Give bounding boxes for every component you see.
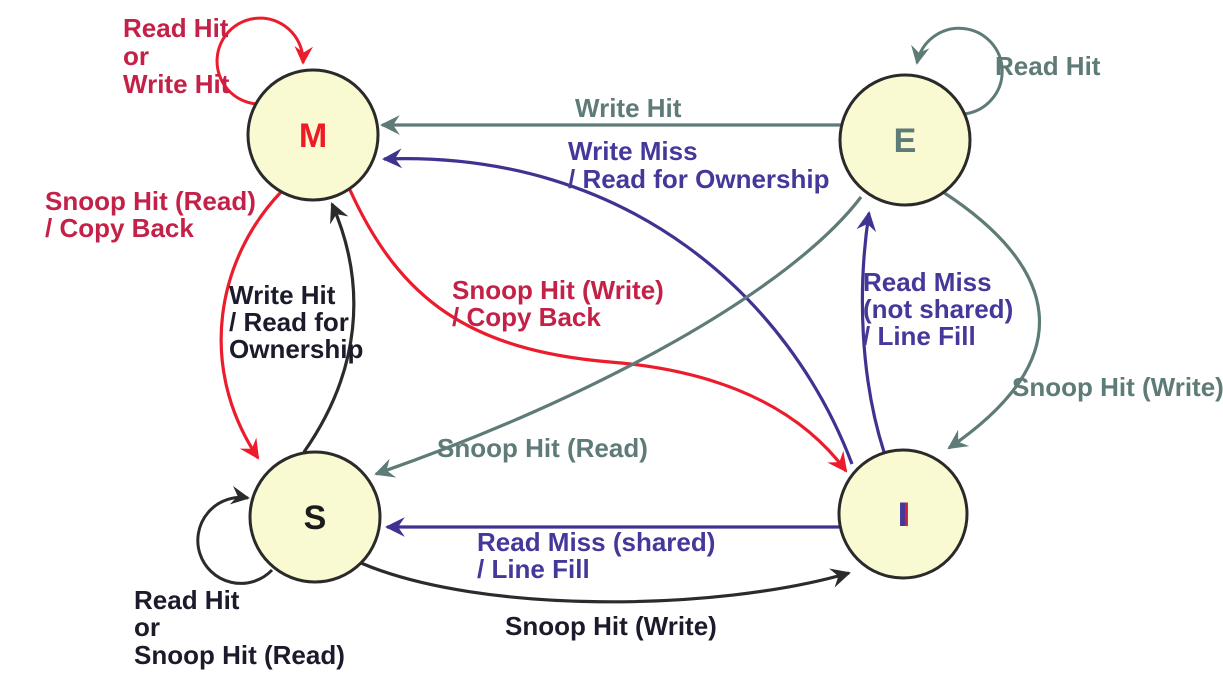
label-i-to-s-line2: / Line Fill — [477, 554, 590, 584]
label-i-to-m-line1: Write Miss — [568, 136, 698, 166]
label-e-to-s: Snoop Hit (Read) — [437, 433, 648, 463]
state-node-s — [248, 450, 382, 584]
label-m-to-i-line1: Snoop Hit (Write) — [452, 275, 664, 305]
state-node-m — [246, 68, 380, 202]
edge-i-to-e — [856, 211, 886, 453]
label-m-to-i-line2: / Copy Back — [452, 302, 601, 332]
edge-e-to-s — [374, 196, 863, 478]
state-node-i — [837, 448, 969, 580]
label-s-to-m-line2: / Read for — [229, 307, 349, 337]
state-label-m: M — [299, 117, 327, 155]
label-m-self-line2: or — [123, 41, 149, 71]
label-s-to-i: Snoop Hit (Write) — [505, 611, 717, 641]
edge-e-to-i — [942, 190, 1042, 450]
edge-i-to-m — [382, 148, 854, 465]
edge-s-self-loop — [196, 486, 274, 585]
edge-m-to-i — [348, 189, 848, 473]
label-m-to-s-line2: / Copy Back — [45, 213, 194, 243]
edge-m-self-loop — [215, 16, 313, 106]
label-i-to-e-line2: (not shared) — [863, 294, 1013, 324]
edge-m-to-s — [219, 190, 283, 460]
state-label-i: I — [898, 496, 907, 534]
label-i-to-m-line2: / Read for Ownership — [568, 164, 830, 194]
edge-e-self-loop — [911, 26, 1004, 116]
label-s-to-m-line3: Ownership — [229, 334, 363, 364]
label-e-self: Read Hit — [995, 51, 1101, 81]
label-i-to-e-line1: Read Miss — [863, 267, 992, 297]
edge-s-to-m — [302, 202, 356, 453]
label-s-self-line3: Snoop Hit (Read) — [134, 640, 345, 670]
label-s-self-line1: Read Hit — [134, 585, 240, 615]
label-s-self-line2: or — [134, 612, 160, 642]
state-label-e: E — [894, 122, 917, 160]
label-i-to-e-line3: / Line Fill — [863, 321, 976, 351]
state-label-i-shadow: I — [901, 496, 910, 534]
state-node-e — [838, 73, 972, 207]
label-m-self-line1: Read Hit — [123, 13, 229, 43]
edge-s-to-i — [360, 561, 851, 604]
label-s-to-m-line1: Write Hit — [229, 280, 336, 310]
state-label-s: S — [304, 499, 327, 537]
label-i-to-s-line1: Read Miss (shared) — [477, 527, 715, 557]
label-e-to-i: Snoop Hit (Write) — [1012, 372, 1223, 402]
label-m-to-s-line1: Snoop Hit (Read) — [45, 186, 256, 216]
label-m-self-line3: Write Hit — [123, 69, 230, 99]
label-e-to-m: Write Hit — [575, 93, 682, 123]
